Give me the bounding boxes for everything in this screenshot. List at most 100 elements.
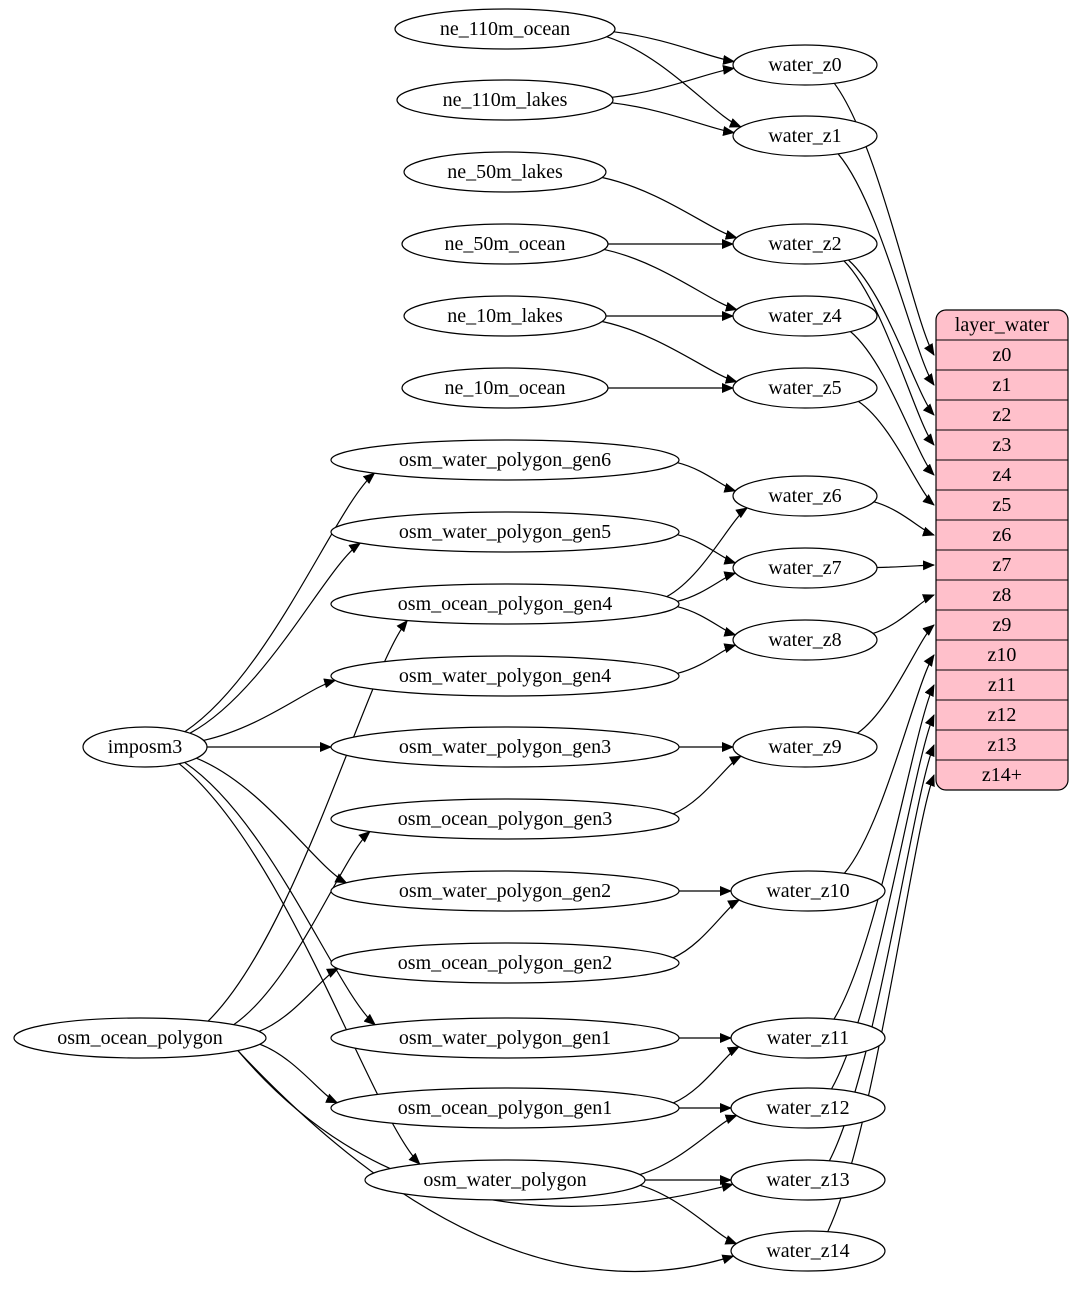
nodes-layer: imposm3 osm_ocean_polygon ne_110m_ocean ne_… xyxy=(13,8,886,1272)
node-water_z11: water_z11 xyxy=(730,1017,886,1059)
osm_water_polygon-shape xyxy=(364,1159,646,1201)
layer-water-row-z10: z10 xyxy=(988,644,1017,666)
water_z7-label: water_z7 xyxy=(768,557,841,579)
ne_110m_ocean-shape xyxy=(394,8,616,50)
water_z1-label: water_z1 xyxy=(768,125,841,147)
edge-imposm3-osm_water_polygon_gen6 xyxy=(184,472,376,733)
layer-water-title: layer_water xyxy=(955,314,1050,336)
edge-water_z5-z5 xyxy=(857,400,935,506)
edge-ne_110m_lakes-water_z1 xyxy=(611,102,736,136)
osm_water_polygon_gen5-shape xyxy=(330,511,680,553)
edge-water_z2-z2 xyxy=(848,259,935,416)
ne_10m_lakes-shape xyxy=(403,295,607,337)
node-osm_ocean_polygon_gen2: osm_ocean_polygon_gen2 xyxy=(330,942,680,984)
layer-water-row-z8: z8 xyxy=(993,584,1012,606)
water_z12-label: water_z12 xyxy=(766,1097,849,1119)
node-osm_water_polygon_gen4: osm_water_polygon_gen4 xyxy=(330,655,680,697)
ne_50m_ocean-label: ne_50m_ocean xyxy=(444,233,565,255)
node-osm_ocean_polygon: osm_ocean_polygon xyxy=(13,1017,267,1059)
osm_ocean_polygon-label: osm_ocean_polygon xyxy=(57,1027,223,1049)
edge-osm_ocean_polygon-osm_ocean_polygon_gen4 xyxy=(207,619,408,1022)
edge-osm_ocean_polygon_gen4-water_z6 xyxy=(666,507,749,598)
layer-water-row-z2: z2 xyxy=(993,404,1012,426)
node-osm_water_polygon: osm_water_polygon xyxy=(364,1159,646,1201)
layer-water-row-z3: z3 xyxy=(993,434,1012,456)
osm_water_polygon_gen4-label: osm_water_polygon_gen4 xyxy=(399,665,611,687)
water_z0-label: water_z0 xyxy=(768,54,841,76)
node-water_z0: water_z0 xyxy=(732,44,878,86)
node-osm_ocean_polygon_gen1: osm_ocean_polygon_gen1 xyxy=(330,1087,680,1129)
osm_water_polygon_gen6-shape xyxy=(330,439,680,481)
layer-water-row-z13: z13 xyxy=(988,734,1017,756)
edge-water_z6-z6 xyxy=(873,501,935,537)
edge-imposm3-osm_water_polygon_gen1 xyxy=(184,761,376,1026)
edge-water_z1-z1 xyxy=(837,153,935,386)
edge-imposm3-osm_water_polygon_gen2 xyxy=(196,757,348,884)
edge-osm_water_polygon_gen5-water_z7 xyxy=(677,534,737,565)
edge-water_z7-z7 xyxy=(876,560,935,571)
node-water_z9: water_z9 xyxy=(732,726,878,768)
edge-osm_water_polygon_gen6-water_z6 xyxy=(677,462,737,493)
osm_water_polygon_gen3-label: osm_water_polygon_gen3 xyxy=(399,736,611,758)
water_z5-label: water_z5 xyxy=(768,377,841,399)
layer-water-row-z11: z11 xyxy=(988,674,1016,696)
layer-water-row-z14+: z14+ xyxy=(982,764,1022,786)
layer-water-row-z1: z1 xyxy=(993,374,1012,396)
osm_water_polygon-label: osm_water_polygon xyxy=(423,1169,586,1191)
osm_ocean_polygon_gen1-label: osm_ocean_polygon_gen1 xyxy=(398,1097,612,1119)
layer-water-record: layer_waterz0z1z2z3z4z5z6z7z8z9z10z11z12… xyxy=(935,309,1069,791)
node-osm_ocean_polygon_gen3: osm_ocean_polygon_gen3 xyxy=(330,798,680,840)
node-imposm3: imposm3 xyxy=(82,726,208,768)
osm_ocean_polygon_gen4-shape xyxy=(330,583,680,625)
node-water_z5: water_z5 xyxy=(732,367,878,409)
node-water_z7: water_z7 xyxy=(732,547,878,589)
node-ne_110m_lakes: ne_110m_lakes xyxy=(396,79,614,121)
edge-water_z0-z0 xyxy=(833,82,935,356)
water_z6-label: water_z6 xyxy=(768,485,841,507)
ne_50m_lakes-label: ne_50m_lakes xyxy=(447,161,563,183)
ne_50m_lakes-shape xyxy=(403,151,607,193)
layer-water-row-z7: z7 xyxy=(993,554,1012,576)
edge-water_z11-z11 xyxy=(833,684,935,1020)
water_z14-shape xyxy=(730,1230,886,1272)
node-ne_50m_lakes: ne_50m_lakes xyxy=(403,151,607,193)
water_z9-label: water_z9 xyxy=(768,736,841,758)
node-ne_110m_ocean: ne_110m_ocean xyxy=(394,8,616,50)
layer-water-row-z12: z12 xyxy=(988,704,1017,726)
ne_110m_lakes-shape xyxy=(396,79,614,121)
water_z11-label: water_z11 xyxy=(767,1027,850,1049)
edge-water_z9-z9 xyxy=(856,624,935,734)
imposm3-shape xyxy=(82,726,208,768)
osm_water_polygon_gen6-label: osm_water_polygon_gen6 xyxy=(399,449,611,471)
water_z5-shape xyxy=(732,367,878,409)
edge-osm_ocean_polygon-osm_ocean_polygon_gen3 xyxy=(233,830,371,1026)
osm_water_polygon_gen4-shape xyxy=(330,655,680,697)
record-layer: layer_waterz0z1z2z3z4z5z6z7z8z9z10z11z12… xyxy=(935,309,1069,791)
node-osm_water_polygon_gen2: osm_water_polygon_gen2 xyxy=(330,870,680,912)
osm_ocean_polygon_gen2-label: osm_ocean_polygon_gen2 xyxy=(398,952,612,974)
node-water_z2: water_z2 xyxy=(732,223,878,265)
water_z14-label: water_z14 xyxy=(766,1240,849,1262)
node-water_z8: water_z8 xyxy=(732,619,878,661)
node-osm_water_polygon_gen5: osm_water_polygon_gen5 xyxy=(330,511,680,553)
water_z4-shape xyxy=(732,295,878,337)
water_z4-label: water_z4 xyxy=(768,305,841,327)
water_z2-shape xyxy=(732,223,878,265)
ne_10m_ocean-shape xyxy=(401,367,609,409)
edge-ne_50m_ocean-water_z4 xyxy=(603,248,738,312)
ne_10m_ocean-label: ne_10m_ocean xyxy=(444,377,565,399)
node-water_z6: water_z6 xyxy=(732,475,878,517)
osm_water_polygon_gen2-label: osm_water_polygon_gen2 xyxy=(399,880,611,902)
layer-water-row-z5: z5 xyxy=(993,494,1012,516)
water_z6-shape xyxy=(732,475,878,517)
water_z10-shape xyxy=(730,870,886,912)
water_z7-shape xyxy=(732,547,878,589)
edge-ne_110m_ocean-water_z1 xyxy=(606,36,742,128)
edge-osm_water_polygon_gen4-water_z8 xyxy=(677,643,737,674)
edge-osm_ocean_polygon-osm_ocean_polygon_gen2 xyxy=(258,968,340,1032)
water_z1-shape xyxy=(732,115,878,157)
osm_water_polygon_gen5-label: osm_water_polygon_gen5 xyxy=(399,521,611,543)
osm_ocean_polygon_gen3-label: osm_ocean_polygon_gen3 xyxy=(398,808,612,830)
imposm3-label: imposm3 xyxy=(108,736,182,758)
